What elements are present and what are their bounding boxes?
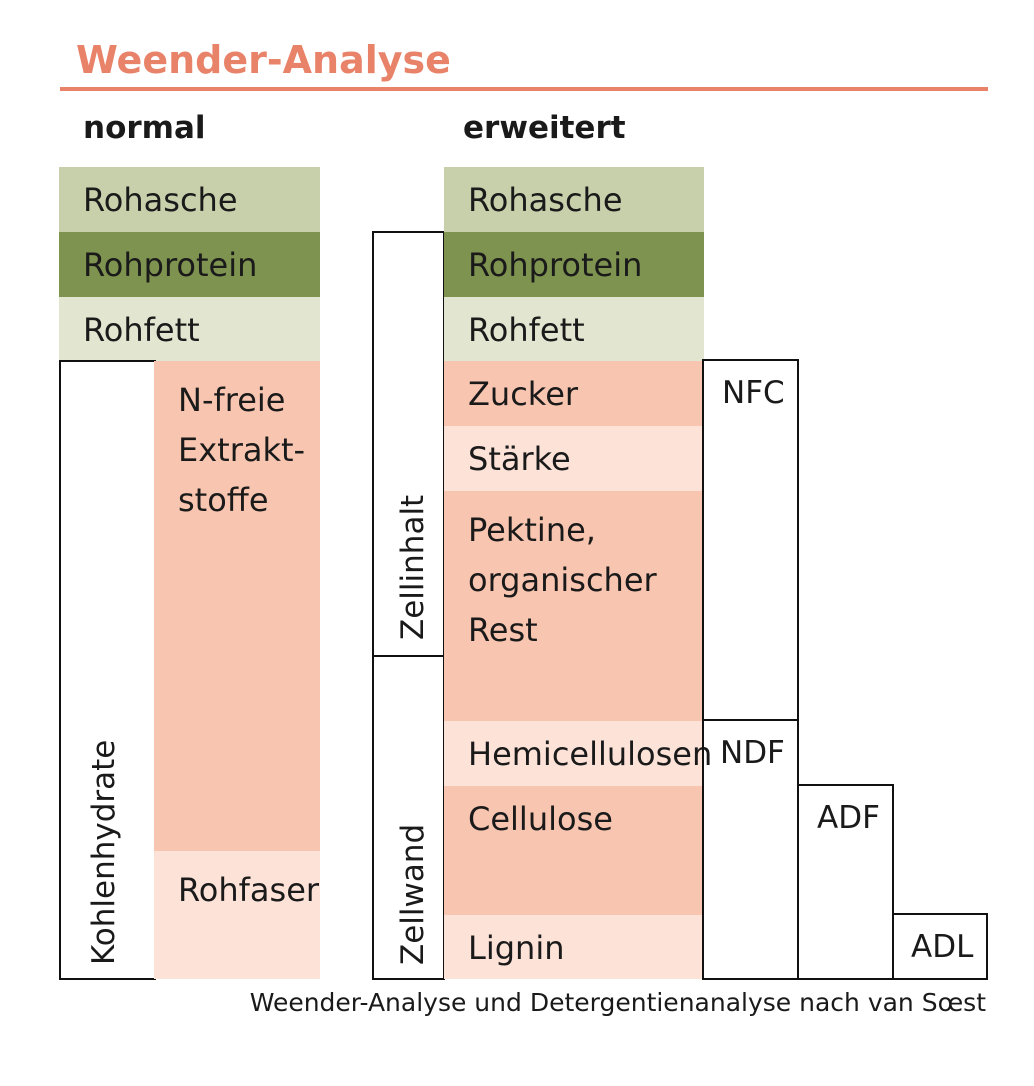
erw-hemicellulosen: Hemicellulosen (444, 721, 712, 786)
adl-label: ADL (911, 929, 974, 965)
erw-lignin: Lignin (444, 915, 704, 979)
normal-n-freie-extraktstoffe: N-freie Extrakt- stoffe (154, 361, 320, 851)
nfc-box (702, 359, 799, 721)
nfc-label: NFC (722, 375, 785, 411)
erw-cellulose: Cellulose (444, 786, 704, 915)
ndf-label: NDF (720, 735, 785, 771)
normal-rohprotein: Rohprotein (59, 232, 320, 297)
pektine-line-3: Rest (468, 611, 538, 649)
heading-erweitert: erweitert (463, 110, 626, 146)
zellinhalt-label: Zellinhalt (395, 494, 431, 640)
erw-pektine: Pektine, organischer Rest (444, 491, 704, 721)
heading-normal: normal (83, 110, 206, 146)
figure-caption: Weender-Analyse und Detergentienanalyse … (249, 988, 986, 1017)
erw-rohfett: Rohfett (444, 297, 704, 361)
adf-label: ADF (817, 800, 880, 836)
normal-rohfaser: Rohfaser (154, 851, 320, 979)
adf-box (797, 784, 894, 980)
erw-zucker: Zucker (444, 361, 704, 426)
erw-rohasche: Rohasche (444, 167, 704, 232)
nfe-line-1: N-freie (178, 381, 286, 419)
title-rule (60, 87, 988, 91)
pektine-line-2: organischer (468, 561, 657, 599)
adl-box (892, 913, 988, 980)
normal-rohasche: Rohasche (59, 167, 320, 232)
erw-rohprotein: Rohprotein (444, 232, 704, 297)
nfe-line-3: stoffe (178, 481, 269, 519)
kohlenhydrate-label: Kohlenhydrate (86, 739, 122, 965)
pektine-line-1: Pektine, (468, 511, 596, 549)
nfe-line-2: Extrakt- (178, 431, 306, 469)
erw-staerke: Stärke (444, 426, 704, 491)
page-title: Weender-Analyse (76, 38, 451, 82)
normal-rohfett: Rohfett (59, 297, 320, 361)
zellwand-label: Zellwand (395, 823, 431, 965)
